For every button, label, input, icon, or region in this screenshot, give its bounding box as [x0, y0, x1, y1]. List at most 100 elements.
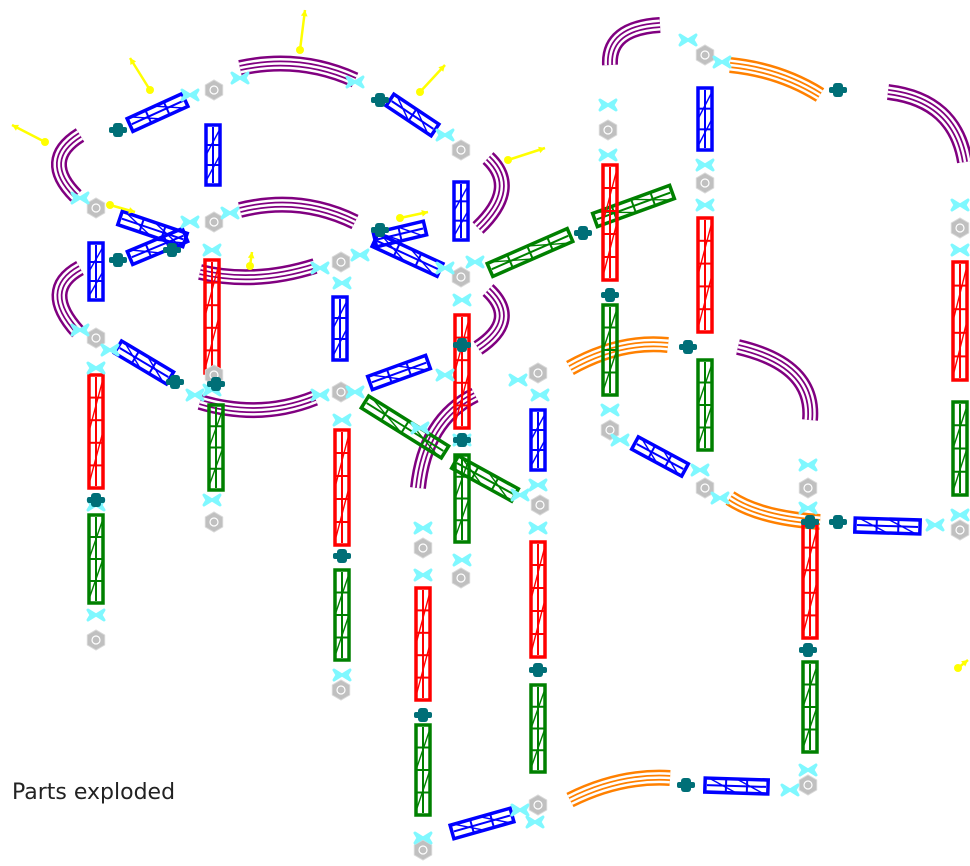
hub-18: [528, 362, 548, 384]
rod-green-front-2: [414, 723, 432, 817]
hub-20: [798, 477, 818, 499]
hub-8: [331, 381, 351, 403]
coupler-10: [453, 433, 471, 447]
rod-blue-far-mid-post: [529, 408, 547, 472]
connector-17: [86, 361, 106, 375]
coupler-13: [574, 226, 592, 240]
connector-56: [410, 421, 430, 435]
explode-arrow-icon: [504, 146, 546, 164]
coupler-7: [207, 377, 225, 391]
rod-green-left: [87, 513, 105, 605]
connector-37: [690, 463, 710, 477]
connector-14: [310, 388, 330, 402]
hub-1: [451, 139, 471, 161]
connector-10: [465, 255, 485, 269]
connector-4: [70, 191, 90, 205]
rod-red-left: [87, 373, 105, 490]
rod-green-diag-2: [590, 183, 677, 229]
hub-12: [451, 567, 471, 589]
connector-42: [528, 521, 548, 535]
hub-0: [204, 79, 224, 101]
connector-50: [798, 763, 818, 777]
curve-orange-bottom: [566, 769, 671, 808]
connector-41: [528, 478, 548, 492]
explode-arrow-icon: [106, 201, 136, 214]
coupler-2: [109, 253, 127, 267]
connector-51: [780, 783, 800, 797]
hub-13: [695, 44, 715, 66]
explode-arrow-icon: [296, 9, 308, 54]
curve-top-left: [51, 128, 85, 202]
connector-46: [510, 803, 530, 817]
coupler-12: [529, 663, 547, 677]
hub-9: [86, 629, 106, 651]
connector-22: [202, 493, 222, 507]
connector-45: [413, 831, 433, 845]
hub-4: [331, 251, 351, 273]
curve-far-top: [601, 17, 661, 66]
connector-11: [70, 323, 90, 337]
coupler-5: [166, 375, 184, 389]
connector-5: [180, 215, 200, 229]
connector-57: [510, 488, 530, 502]
hub-5: [451, 266, 471, 288]
rod-blue-bottom-left: [447, 806, 517, 841]
connector-54: [925, 518, 945, 532]
curve-far-right: [886, 84, 970, 164]
rod-blue-far-right: [852, 516, 923, 536]
coupler-6: [87, 493, 105, 507]
explode-arrow-icon: [246, 251, 255, 270]
rod-green-diag-1: [484, 226, 576, 279]
hub-15: [695, 172, 715, 194]
rod-green-far-1: [601, 303, 619, 397]
rod-red-far-right: [951, 260, 969, 382]
hub-22: [528, 794, 548, 816]
connector-9: [435, 261, 455, 275]
hub-23: [413, 537, 433, 559]
hub-14: [598, 119, 618, 141]
connector-39: [530, 388, 550, 402]
coupler-15: [601, 288, 619, 302]
curve-top-back: [238, 55, 359, 88]
rod-blue-top-left: [124, 91, 191, 134]
rod-green-far-right: [951, 400, 969, 497]
curve-mid-left: [51, 260, 85, 338]
coupler-0: [109, 123, 127, 137]
connector-44: [413, 568, 433, 582]
rod-red-far-1: [601, 163, 619, 282]
coupler-20: [801, 515, 819, 529]
connector-25: [332, 668, 352, 682]
connector-47: [525, 815, 545, 829]
connector-34: [695, 198, 715, 212]
connector-24: [332, 413, 352, 427]
coupler-18: [677, 778, 695, 792]
connector-48: [798, 458, 818, 472]
connector-23: [332, 276, 352, 290]
rod-blue-center-post: [331, 295, 349, 362]
hub-3: [204, 211, 224, 233]
curve-mid-right: [473, 284, 510, 355]
explode-arrow-icon: [396, 210, 429, 222]
rod-red-front-1: [529, 540, 547, 659]
rod-blue-low-left: [112, 338, 176, 387]
coupler-16: [679, 340, 697, 354]
connector-19: [86, 608, 106, 622]
coupler-4: [371, 223, 389, 237]
connector-0: [230, 71, 250, 85]
rod-blue-upper-post: [204, 123, 222, 187]
rod-red-center: [333, 428, 351, 547]
rod-red-far-2: [696, 216, 714, 334]
connector-49: [798, 501, 818, 515]
hub-10: [204, 511, 224, 533]
connector-12: [100, 343, 120, 357]
connector-20: [202, 243, 222, 257]
coupler-17: [829, 515, 847, 529]
coupler-9: [453, 338, 471, 352]
rod-blue-far-diag: [629, 434, 691, 479]
rod-blue-top-right: [383, 91, 442, 139]
rod-green-front-3: [801, 660, 819, 754]
hub-11: [331, 679, 351, 701]
rod-green-far-2: [696, 358, 714, 452]
